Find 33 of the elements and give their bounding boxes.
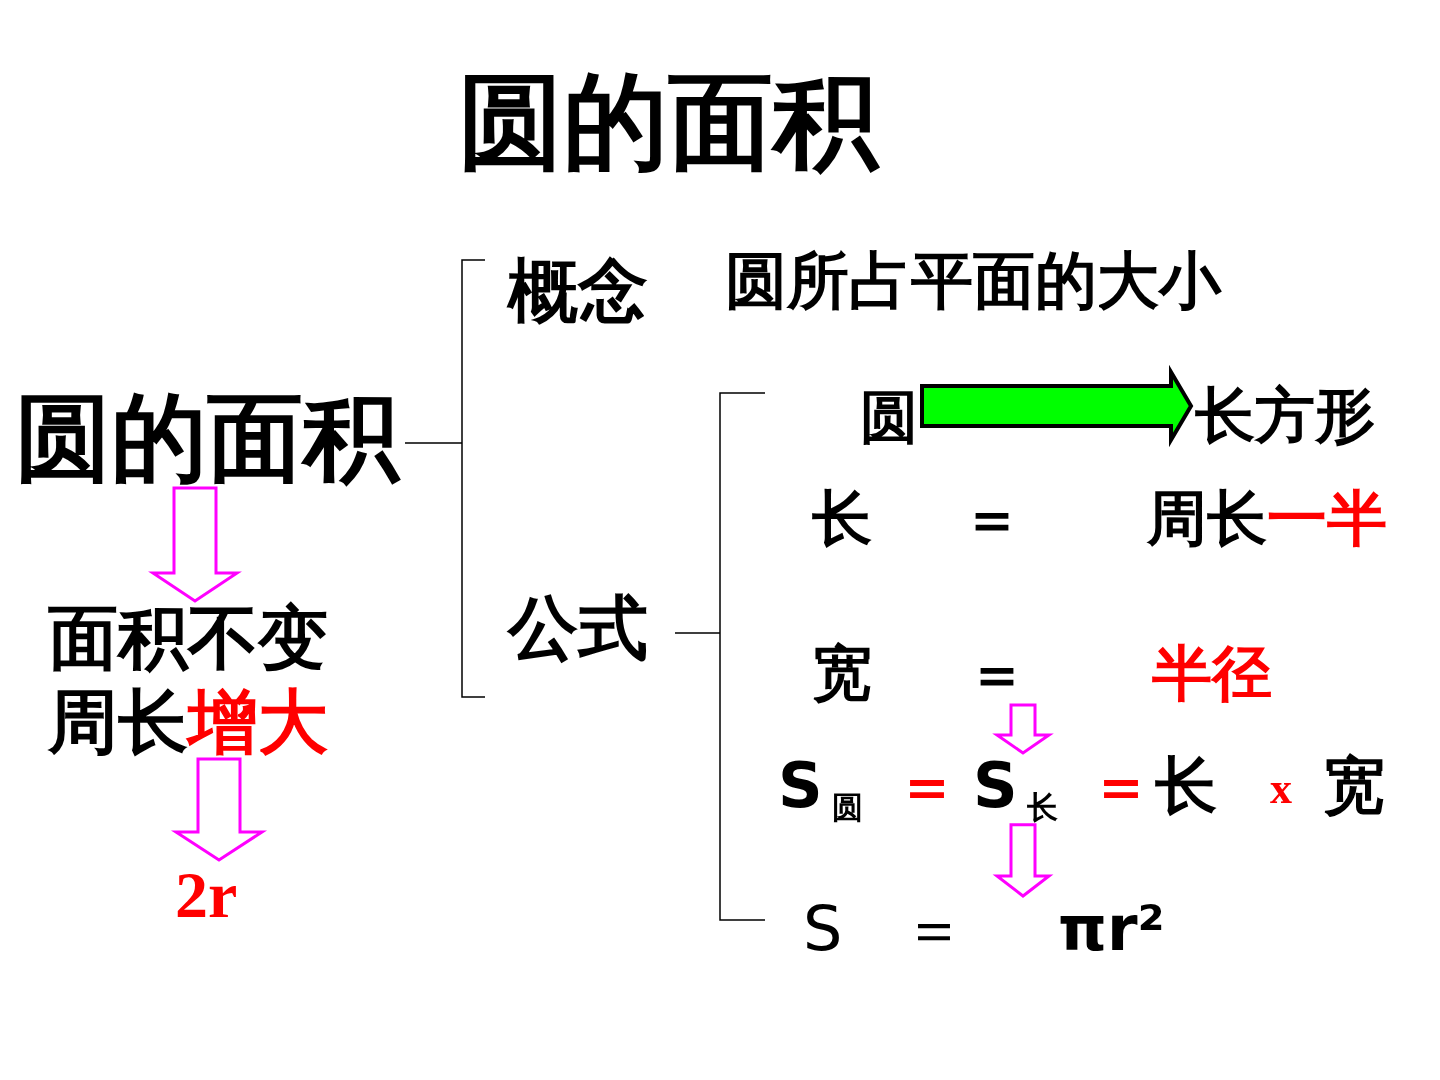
formula-term: ＝	[1090, 755, 1152, 817]
branch-label: 公式	[508, 593, 648, 663]
formula-term: S	[803, 898, 843, 960]
formula-term: 一半	[1267, 488, 1387, 548]
formula-term: 半径	[1152, 643, 1272, 703]
formula-text: 2r	[175, 862, 238, 928]
definition-text: 圆所占平面的大小	[725, 250, 1221, 312]
note-text: 周长	[48, 687, 188, 757]
formula-term: 周长	[1147, 488, 1267, 548]
branch-label: 概念	[508, 256, 648, 326]
topic-heading: 圆的面积	[15, 390, 399, 486]
formula-term: ＝	[962, 488, 1022, 548]
block-arrow	[992, 703, 1054, 755]
title: 圆的面积	[458, 70, 878, 175]
formula-term: 宽	[812, 643, 872, 703]
formula-term: S$_{长}$	[973, 755, 1058, 823]
note-text: 增大	[188, 687, 328, 757]
formula-term: 长	[812, 488, 872, 548]
note-text: 面积不变	[48, 603, 328, 673]
block-arrow	[992, 823, 1054, 898]
shape-label: 圆	[860, 388, 918, 446]
block-arrow	[170, 757, 268, 862]
formula-term: ＝	[967, 643, 1027, 703]
shape-label: 长方形	[1195, 385, 1375, 445]
block-arrow	[148, 486, 242, 603]
formula-term: S$_{圆}$	[778, 755, 863, 823]
formula-term: ＝	[903, 898, 965, 960]
formula-term: x	[1270, 767, 1292, 811]
formula-term: 宽	[1323, 755, 1385, 817]
formula-term: πr²	[1058, 898, 1165, 960]
block-arrow	[920, 364, 1194, 448]
formula-term: ＝	[896, 755, 958, 817]
formula-term: 长	[1155, 755, 1217, 817]
